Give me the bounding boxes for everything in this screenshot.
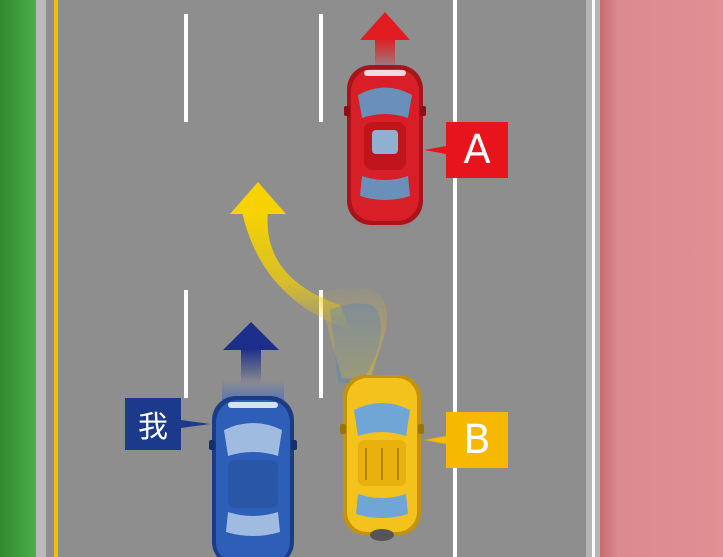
car-b-label: B	[446, 412, 508, 468]
grass-strip	[0, 0, 36, 557]
edge-line	[54, 0, 58, 557]
solid-lane-line	[453, 0, 457, 557]
left-curb	[36, 0, 46, 557]
car-b-label-text: B	[463, 417, 490, 463]
car-a-label-text: A	[463, 127, 490, 173]
car-a-label: A	[446, 122, 508, 178]
sidewalk	[600, 0, 723, 557]
me-label: 我	[125, 398, 181, 450]
me-label-text: 我	[138, 402, 168, 446]
car-b	[340, 375, 424, 541]
car-a	[344, 65, 426, 230]
car-me	[209, 380, 297, 557]
